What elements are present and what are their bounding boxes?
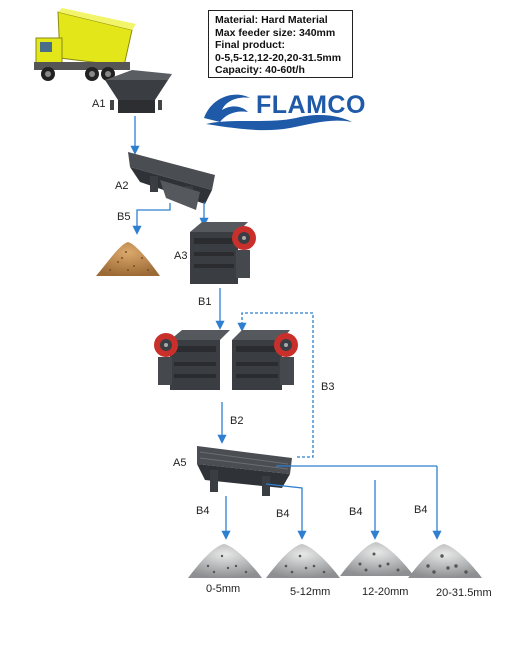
feeder-size-text: Max feeder size: 340mm: [215, 26, 336, 39]
label-a5: A5: [173, 457, 187, 469]
label-b2: B2: [230, 415, 244, 427]
label-a1: A1: [92, 98, 106, 110]
product-label: 5-12mm: [290, 586, 331, 598]
flow-arrow: [265, 483, 307, 540]
label-b4: B4: [414, 504, 428, 516]
label-a2: A2: [115, 180, 129, 192]
flamco-logo-icon: [204, 94, 352, 131]
flamco-logo-text: FLAMCO: [256, 91, 366, 119]
jaw-crusher-icon: [190, 222, 256, 284]
jaw-crusher-right-icon: [232, 330, 298, 390]
hopper-icon: [105, 70, 172, 113]
gravel-pile-icon: [188, 544, 262, 578]
flow-arrow: [132, 203, 171, 235]
product-label: 20-31.5mm: [436, 587, 492, 599]
spec-box: Material: Hard Material Max feeder size:…: [208, 10, 353, 78]
jaw-crusher-left-icon: [154, 330, 230, 390]
distribution-line: [276, 465, 437, 467]
product-label: 12-20mm: [362, 586, 409, 598]
label-b4: B4: [349, 506, 363, 518]
capacity-text: Capacity: 40-60t/h: [215, 64, 305, 77]
product-label: 0-5mm: [206, 583, 241, 595]
final-product-sizes: 0-5,5-12,12-20,20-31.5mm: [215, 51, 342, 64]
sand-pile-icon: [96, 242, 160, 276]
material-text: Material: Hard Material: [215, 14, 328, 26]
label-b4: B4: [276, 508, 290, 520]
vibrating-screen-icon: [197, 446, 292, 496]
final-product-title: Final product:: [215, 39, 285, 52]
recirculation-arrow: [237, 312, 314, 458]
label-b5: B5: [117, 211, 131, 223]
vibrating-feeder-icon: [128, 152, 215, 210]
label-b4: B4: [196, 505, 210, 517]
gravel-pile-icon: [266, 544, 340, 578]
label-b3: B3: [321, 381, 335, 393]
dump-truck-icon: [34, 8, 136, 81]
gravel-pile-icon: [408, 544, 482, 578]
label-a3: A3: [174, 250, 188, 262]
label-b1: B1: [198, 296, 212, 308]
gravel-pile-icon: [340, 542, 414, 576]
